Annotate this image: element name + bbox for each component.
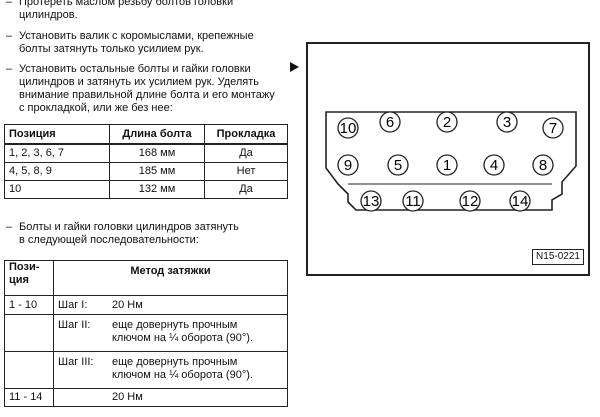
bolt-number: 14 [512, 193, 529, 210]
bullet-dash: – [6, 30, 13, 42]
cell-position: 1, 2, 3, 6, 7 [4, 143, 110, 163]
bolt-circle [387, 154, 409, 176]
cell-method: 20 Нм [108, 388, 288, 407]
table-row: 1, 2, 3, 6, 7 168 мм Да [4, 143, 288, 163]
bolt-circle [379, 111, 401, 133]
bolt-circle [402, 190, 424, 212]
cell-step: Шаг III: [53, 351, 108, 389]
instruction-text: Установить валик с коромыслами, крепежны… [19, 30, 254, 55]
bullet-dash: – [6, 0, 13, 8]
cell-position: 1 - 10 [4, 295, 54, 315]
bolt-circle [509, 190, 531, 212]
cell-gasket: Да [204, 143, 288, 163]
instruction-text: Установить остальные болты и гайки голов… [19, 63, 275, 114]
cell-step [53, 388, 108, 407]
cell-gasket: Да [204, 180, 288, 199]
cell-step: Шаг II: [53, 314, 108, 352]
pointer-arrow-icon [290, 62, 299, 72]
bolt-circle [483, 154, 505, 176]
bolt-circle [436, 111, 458, 133]
instruction-text: Протереть маслом резьбу болтов головки ц… [19, 0, 234, 21]
cell-method: 20 Нм [108, 295, 288, 315]
header-method: Метод затяжки [53, 260, 288, 296]
table-row: 4, 5, 8, 9 185 мм Нет [4, 162, 288, 181]
cell-position: 10 [4, 180, 110, 199]
table-row: 1 - 10 Шаг I: 20 Нм [4, 295, 288, 315]
bullet-dash: – [6, 221, 13, 233]
bolt-number: 5 [394, 157, 402, 174]
bullet-dash: – [6, 63, 13, 75]
bolt-number: 13 [363, 193, 380, 210]
bolt-number: 4 [490, 157, 498, 174]
instruction-3: – Установить остальные болты и гайки гол… [6, 63, 292, 115]
bolt-number: 10 [340, 120, 357, 137]
bolt-number: 7 [549, 120, 557, 137]
bolt-number: 9 [344, 157, 352, 174]
table-header-row: Позиция Длина болта Прокладка [4, 124, 288, 145]
figure-label: N15-0221 [532, 249, 584, 265]
bolt-circle [459, 190, 481, 212]
bolt-number: 2 [443, 114, 451, 131]
bolt-circle [542, 117, 564, 139]
tightening-table: Пози-ция Метод затяжки 1 - 10 Шаг I: 20 … [4, 260, 288, 407]
table-header-row: Пози-ция Метод затяжки [4, 260, 288, 296]
cell-length: 168 мм [109, 143, 205, 163]
cell-position: 11 - 14 [4, 388, 54, 407]
instruction-1: – Протереть маслом резьбу болтов головки… [6, 0, 292, 22]
head-outline [325, 111, 577, 211]
bolt-circle [337, 117, 359, 139]
bolt-circle [532, 154, 554, 176]
cell-position [4, 314, 54, 352]
bolt-circle [337, 154, 359, 176]
bolt-number: 8 [539, 157, 547, 174]
bolt-length-table: Позиция Длина болта Прокладка 1, 2, 3, 6… [4, 124, 288, 199]
header-bolt-length: Длина болта [109, 124, 205, 145]
cell-gasket: Нет [204, 162, 288, 181]
bolt-number: 12 [462, 193, 479, 210]
cell-length: 185 мм [109, 162, 205, 181]
header-position: Пози-ция [4, 260, 54, 296]
cell-position: 4, 5, 8, 9 [4, 162, 110, 181]
instruction-text: Болты и гайки головки цилиндров затянуть… [19, 221, 239, 246]
header-position: Позиция [4, 124, 110, 145]
cell-length: 132 мм [109, 180, 205, 199]
instruction-4: – Болты и гайки головки цилиндров затяну… [6, 221, 292, 247]
bolt-number: 1 [443, 157, 451, 174]
table-row: 11 - 14 20 Нм [4, 388, 288, 407]
instruction-2: – Установить валик с коромыслами, крепеж… [6, 30, 292, 56]
cell-step: Шаг I: [53, 295, 108, 315]
cell-position [4, 351, 54, 389]
header-gasket: Прокладка [204, 124, 288, 145]
bolt-circle [436, 154, 458, 176]
bolt-number: 6 [386, 114, 394, 131]
bolt-number: 3 [503, 114, 511, 131]
bolt-circle [496, 111, 518, 133]
bolt-number: 11 [405, 193, 421, 210]
table-row: 10 132 мм Да [4, 180, 288, 199]
bolt-circle [360, 190, 382, 212]
